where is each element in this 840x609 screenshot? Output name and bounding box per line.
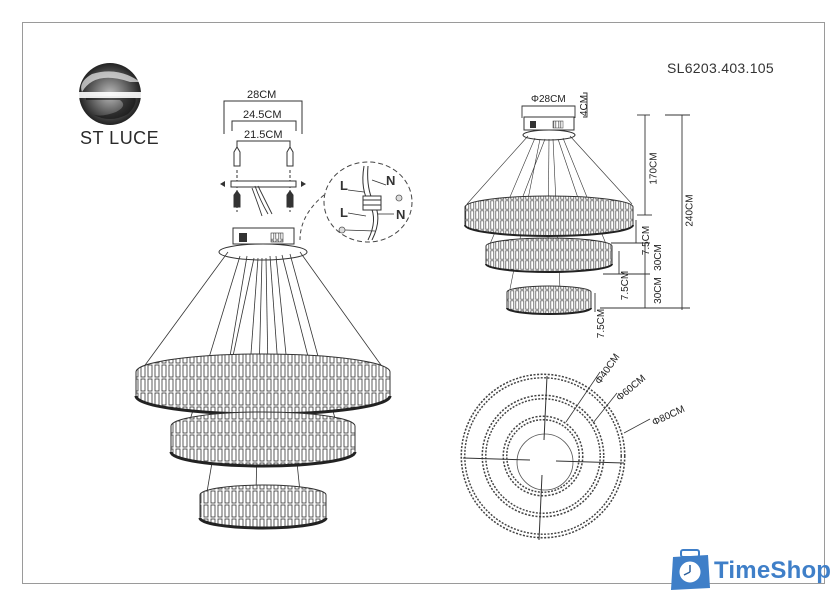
dimension-21-5cm: 21.5CM	[244, 129, 283, 141]
wire-label-l-bottom: L	[340, 205, 348, 220]
total-height: 240CM	[684, 194, 696, 227]
suspension-height: 170CM	[648, 152, 660, 185]
dimension-24-5cm: 24.5CM	[243, 109, 282, 121]
ring-height-3: 7.5CM	[596, 308, 608, 339]
ring-small	[198, 484, 328, 530]
clock-bag-icon	[671, 549, 710, 590]
canopy-height: 4CM	[579, 94, 591, 117]
ring-gap-1: 30CM	[652, 244, 664, 271]
arrow-markers	[220, 181, 306, 187]
drawing-frame	[22, 22, 825, 584]
canopy-diameter: Φ28CM	[531, 94, 566, 105]
side-view-dimension-lines	[521, 92, 690, 312]
swirl-s-logo-icon	[79, 63, 141, 125]
model-number: SL6203.403.105	[667, 60, 774, 76]
ring-large	[134, 353, 392, 416]
wire-label-n-top: N	[386, 173, 396, 188]
top-view-rings	[460, 371, 651, 541]
ring-height-1: 7.5CM	[641, 225, 653, 256]
brand-name: ST LUCE	[80, 128, 160, 148]
canopy	[218, 227, 308, 261]
ring-height-2: 7.5CM	[620, 270, 632, 301]
wall-anchors	[230, 146, 297, 212]
ring-gap-2: 30CM	[652, 277, 664, 304]
dimension-28cm: 28CM	[247, 89, 277, 101]
wire-label-n-bottom: N	[396, 207, 406, 222]
wiring-detail-callout	[299, 161, 413, 243]
watermark-text: TimeShop	[714, 557, 832, 584]
ring-medium	[169, 411, 357, 468]
side-view-chandelier	[464, 116, 634, 315]
wire-label-l-top: L	[340, 178, 348, 193]
